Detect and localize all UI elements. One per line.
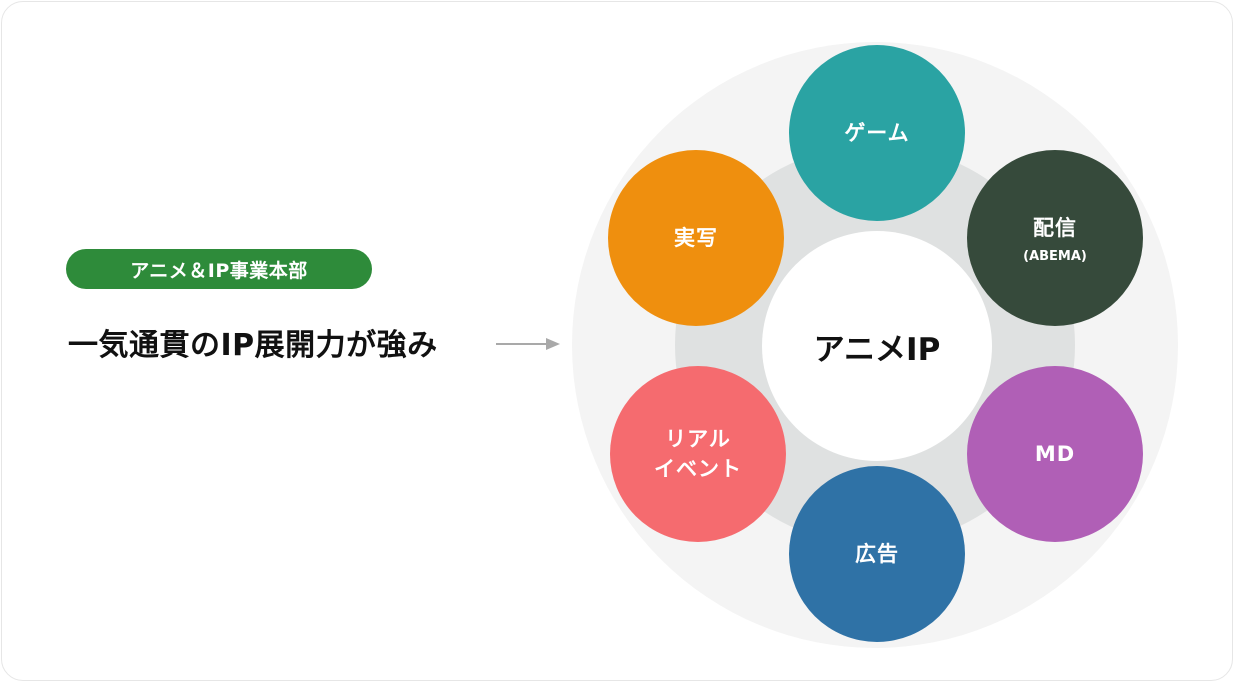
node-advertising-label: 広告 <box>855 542 899 566</box>
node-live-action: 実写 <box>608 150 784 326</box>
node-real-event-label: リアル イベント <box>654 427 742 481</box>
node-md: MD <box>967 366 1143 542</box>
node-md-label: MD <box>1034 442 1076 466</box>
node-advertising: 広告 <box>789 466 965 642</box>
headline: 一気通貫のIP展開力が強み <box>68 328 438 363</box>
node-live-action-label: 実写 <box>674 226 718 250</box>
node-real-event: リアル イベント <box>610 366 786 542</box>
department-badge: アニメ＆IP事業本部 <box>66 249 372 289</box>
right-arrow-icon <box>496 338 560 350</box>
node-game: ゲーム <box>789 45 965 221</box>
node-streaming-sublabel: (ABEMA) <box>1023 248 1087 264</box>
node-streaming-label: 配信 <box>1033 215 1077 240</box>
center-node-label: アニメIP <box>813 331 941 368</box>
node-game-label: ゲーム <box>844 121 910 145</box>
node-streaming: 配信 (ABEMA) <box>967 150 1143 326</box>
arrow-head <box>546 338 560 350</box>
department-badge-label: アニメ＆IP事業本部 <box>130 259 308 282</box>
center-node: アニメIP <box>762 231 992 461</box>
